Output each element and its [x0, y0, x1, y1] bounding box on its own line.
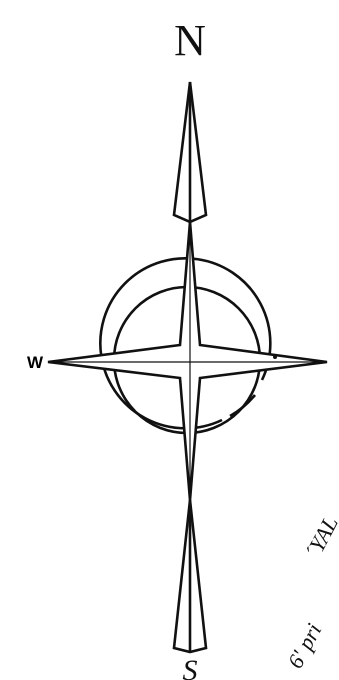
west-label: W — [27, 353, 44, 372]
north-label: N — [174, 16, 206, 65]
compass-star — [48, 222, 327, 500]
south-label: S — [183, 654, 198, 680]
margin-note-upper: ´YAL — [300, 512, 339, 562]
ink-dot — [273, 355, 277, 359]
margin-note-lower: 6' pri — [282, 619, 326, 672]
